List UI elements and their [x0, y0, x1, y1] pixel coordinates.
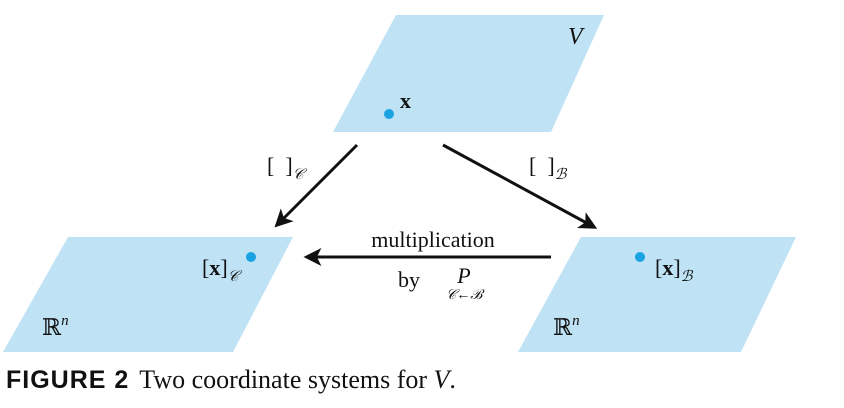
arrow-h-label-matrix-sub: 𝒞←ℬ [446, 288, 485, 303]
plane-rn-right-label: ℝn [553, 313, 580, 340]
point-x-label: x [400, 88, 411, 113]
arrow-h-label-matrix: P [456, 263, 470, 288]
plane-rn-left [3, 237, 293, 352]
plane-v [333, 15, 604, 132]
arrow-h-label-multiplication: multiplication [371, 227, 494, 252]
plane-rn-left-label: ℝn [42, 313, 69, 340]
plane-v-label: V [568, 24, 585, 50]
arrow-right-label: [ ]ℬ [529, 153, 568, 183]
point-x [384, 109, 394, 119]
figure-caption: FIGURE 2 Two coordinate systems for V. [6, 365, 456, 395]
figure-caption-text: Two coordinate systems for V. [139, 365, 456, 394]
figure-caption-variable: V [433, 365, 450, 394]
arrow-v-to-rn-right [442, 143, 598, 229]
arrow-left-label: [ ]𝒞 [267, 153, 308, 183]
point-x-c [246, 252, 256, 262]
point-x-b-label: [x]ℬ [655, 255, 694, 285]
plane-rn-right [518, 237, 796, 352]
figure-caption-label: FIGURE 2 [6, 366, 130, 394]
coordinate-diagram: V ℝn ℝn x [x]𝒞 [x]ℬ [ ]𝒞 [ ]ℬ multiplica… [3, 15, 796, 352]
arrow-v-to-rn-left [274, 143, 359, 228]
point-x-b [635, 252, 645, 262]
arrow-h-label-by: by [398, 267, 420, 292]
